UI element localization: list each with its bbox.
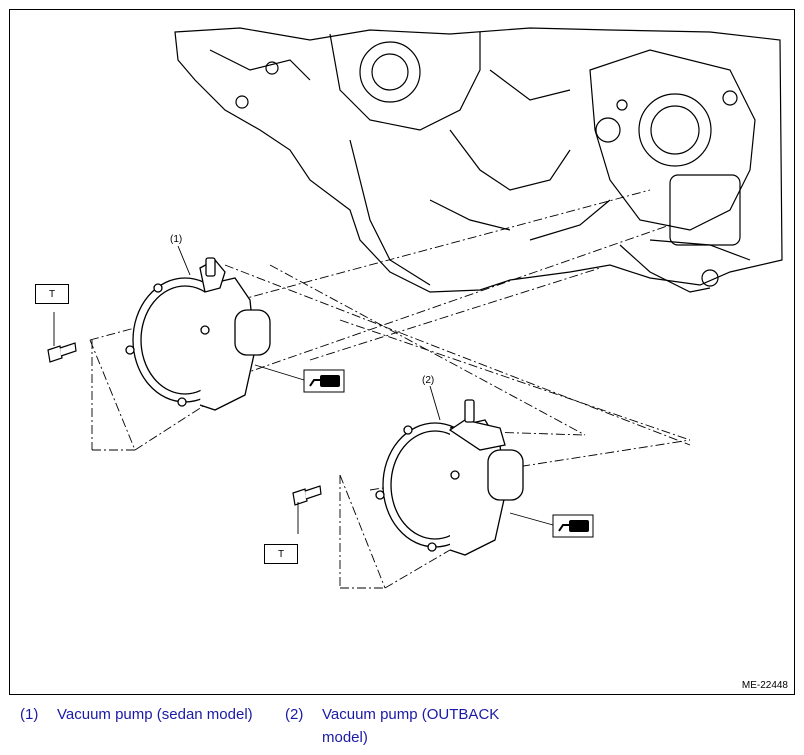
grease-tube-icon <box>303 369 345 393</box>
bolt-1 <box>47 342 77 363</box>
callout-1: (1) <box>170 234 182 245</box>
leader-lines <box>53 245 554 534</box>
exploded-view-diagram: (1) (2) T T ME-22448 <box>9 9 795 695</box>
legend-num: (1) <box>20 706 39 723</box>
alignment-lines <box>89 189 691 589</box>
torque-label: T <box>35 284 69 304</box>
bolt-2 <box>292 485 322 506</box>
grease-tube-icon <box>552 514 594 538</box>
legend-text: Vacuum pump (sedan model) <box>57 706 253 723</box>
vacuum-pump-outback <box>375 399 524 556</box>
engine-illustration: (1) (2) <box>47 27 783 589</box>
figure-id: ME-22448 <box>741 680 788 691</box>
legend-num: (2) <box>285 706 304 723</box>
legend-text: Vacuum pump (OUTBACK <box>322 706 500 723</box>
engine-block <box>174 27 783 293</box>
callout-2: (2) <box>422 375 434 386</box>
legend-text-cont: model) <box>322 729 368 746</box>
vacuum-pump-sedan <box>125 257 271 411</box>
torque-label: T <box>264 544 298 564</box>
